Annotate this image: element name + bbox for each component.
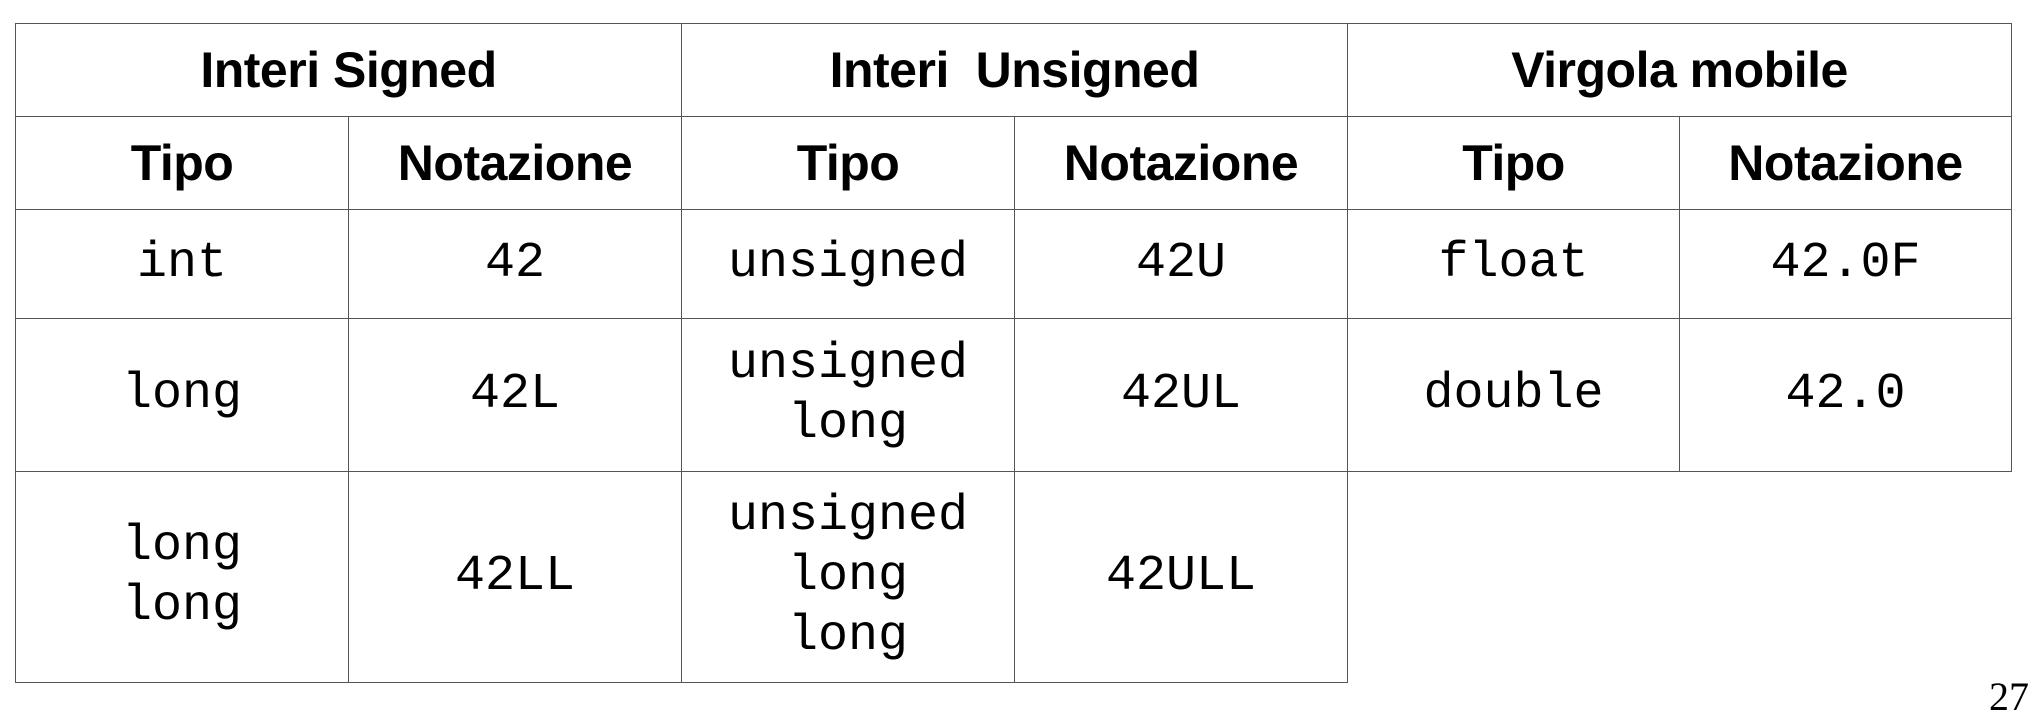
unsigned-type-cell: unsigned: [681, 209, 1015, 319]
unsigned-notation-cell: 42UL: [1014, 318, 1348, 472]
type-line: unsigned: [727, 336, 969, 393]
float-notation-cell: 42.0: [1678, 318, 2013, 472]
literal-types-table: Interi Signed Interi Unsigned Virgola mo…: [15, 23, 2013, 683]
empty-cell: [1348, 472, 2012, 683]
float-notation-cell: 42.0F: [1678, 209, 2013, 319]
type-line: unsigned: [727, 488, 969, 545]
type-line: unsigned: [727, 235, 969, 292]
unsigned-notation-cell: 42U: [1014, 209, 1348, 319]
column-header-notation: Notazione: [348, 116, 682, 210]
signed-type-cell: int: [15, 209, 349, 319]
column-header-type: Tipo: [681, 116, 1015, 210]
column-header-type: Tipo: [1347, 116, 1680, 210]
type-line: int: [136, 235, 227, 292]
signed-notation-cell: 42L: [348, 318, 682, 472]
float-type-cell: float: [1347, 209, 1680, 319]
type-line: double: [1423, 366, 1604, 423]
type-line: long: [787, 608, 909, 665]
group-header-signed: Interi Signed: [15, 23, 682, 117]
signed-notation-cell: 42: [348, 209, 682, 319]
signed-notation-cell: 42LL: [348, 471, 682, 683]
type-line: long: [787, 396, 909, 453]
type-line: long: [121, 518, 243, 575]
signed-type-cell: long: [15, 318, 349, 472]
column-header-notation: Notazione: [1014, 116, 1348, 210]
type-line: long: [121, 578, 243, 635]
column-header-notation: Notazione: [1678, 116, 2013, 210]
float-type-cell: double: [1347, 318, 1680, 472]
type-line: long: [121, 366, 243, 423]
table-row: int 42 unsigned 42U float 42.0F: [15, 209, 2013, 319]
column-header-type: Tipo: [15, 116, 349, 210]
group-header-row: Interi Signed Interi Unsigned Virgola mo…: [15, 23, 2013, 117]
group-header-float: Virgola mobile: [1346, 23, 2013, 117]
page-number: 27: [1989, 674, 2029, 719]
group-header-unsigned: Interi Unsigned: [681, 23, 1348, 117]
column-header-row: Tipo Notazione Tipo Notazione Tipo Notaz…: [15, 116, 2013, 210]
type-line: long: [787, 548, 909, 605]
type-line: float: [1438, 235, 1589, 292]
unsigned-notation-cell: 42ULL: [1014, 471, 1348, 683]
